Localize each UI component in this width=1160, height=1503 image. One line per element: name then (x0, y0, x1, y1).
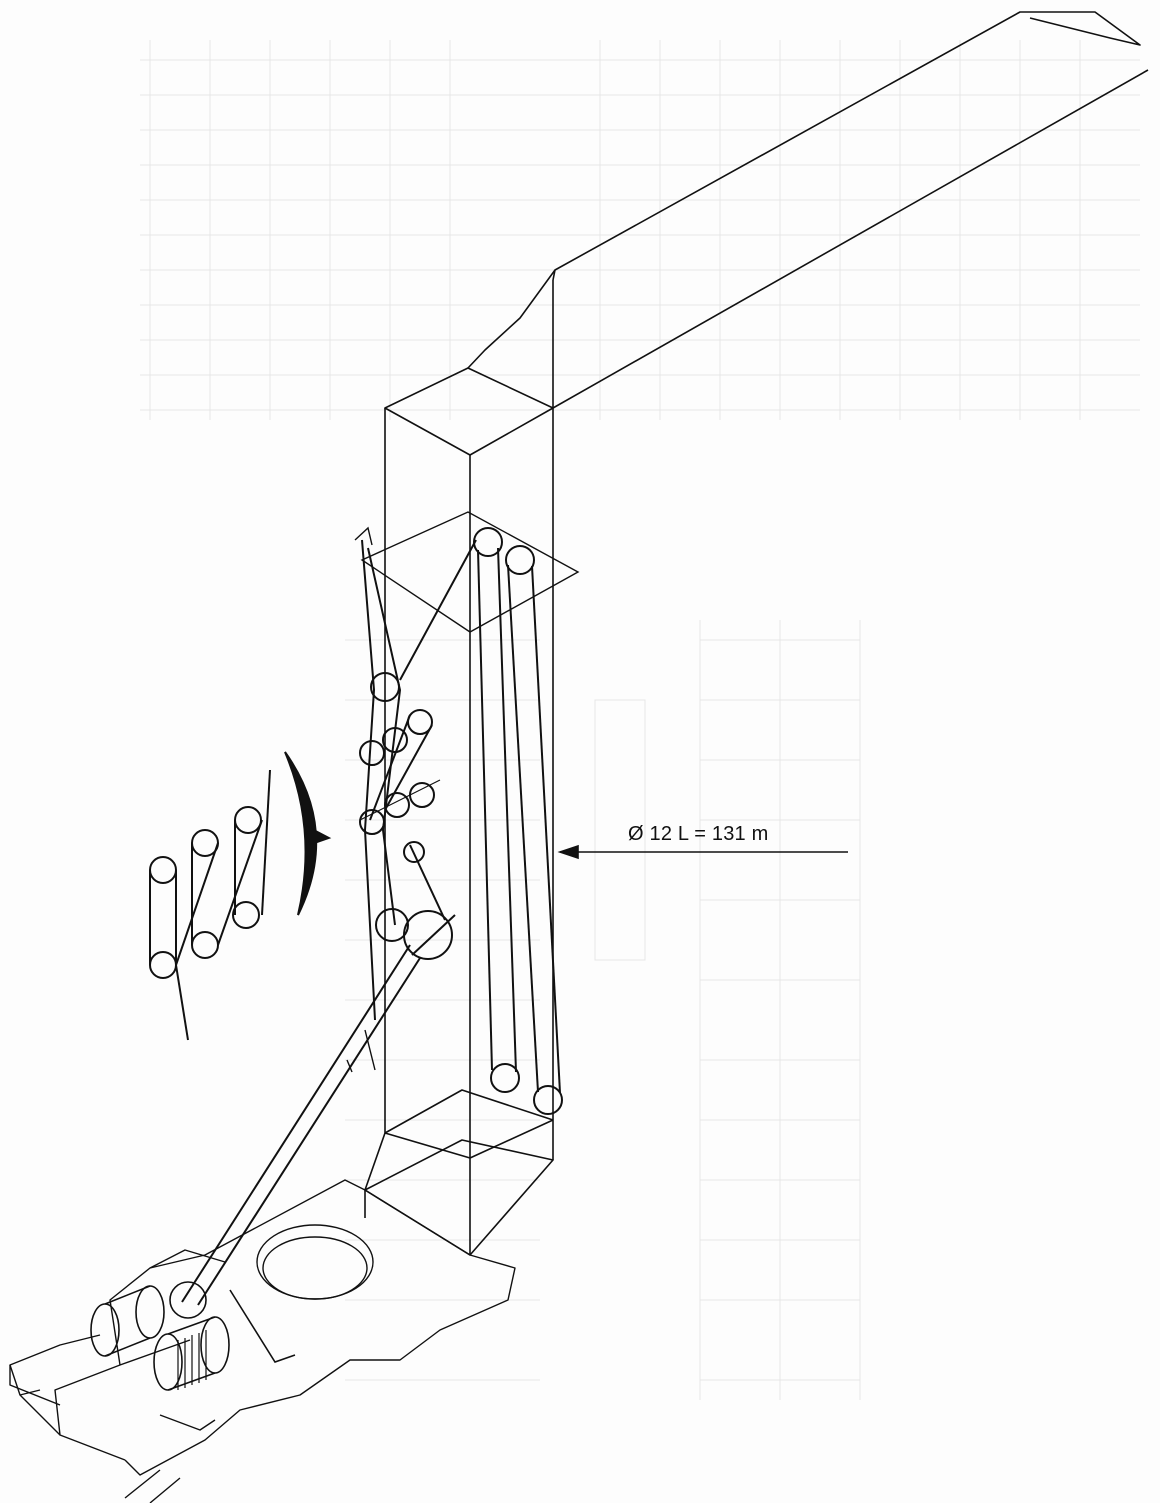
base-carriage (9, 1179, 516, 1503)
deflection-sheave (403, 910, 453, 960)
tower-mast (364, 367, 554, 1256)
winch-drum (90, 1281, 296, 1391)
main-rope (181, 944, 421, 1306)
rope-spec-label: Ø 12 L = 131 m (628, 823, 769, 845)
bottom-sheave-1 (490, 1063, 520, 1093)
platform-plate (360, 511, 580, 633)
curved-arrow-icon (284, 751, 332, 916)
background-grid (140, 40, 1140, 1400)
top-sheave-2 (505, 545, 535, 575)
mast-lower-rim (384, 1089, 554, 1134)
sheave-cluster (346, 526, 456, 1073)
reeving-detail (149, 769, 271, 1041)
mast-base-face (364, 1139, 554, 1256)
jib-boom (467, 11, 1149, 409)
mast-sheaves (399, 527, 563, 1115)
bottom-sheave-2 (533, 1085, 563, 1115)
rope-callout-leader (557, 844, 848, 860)
mast-top-face (384, 367, 554, 456)
